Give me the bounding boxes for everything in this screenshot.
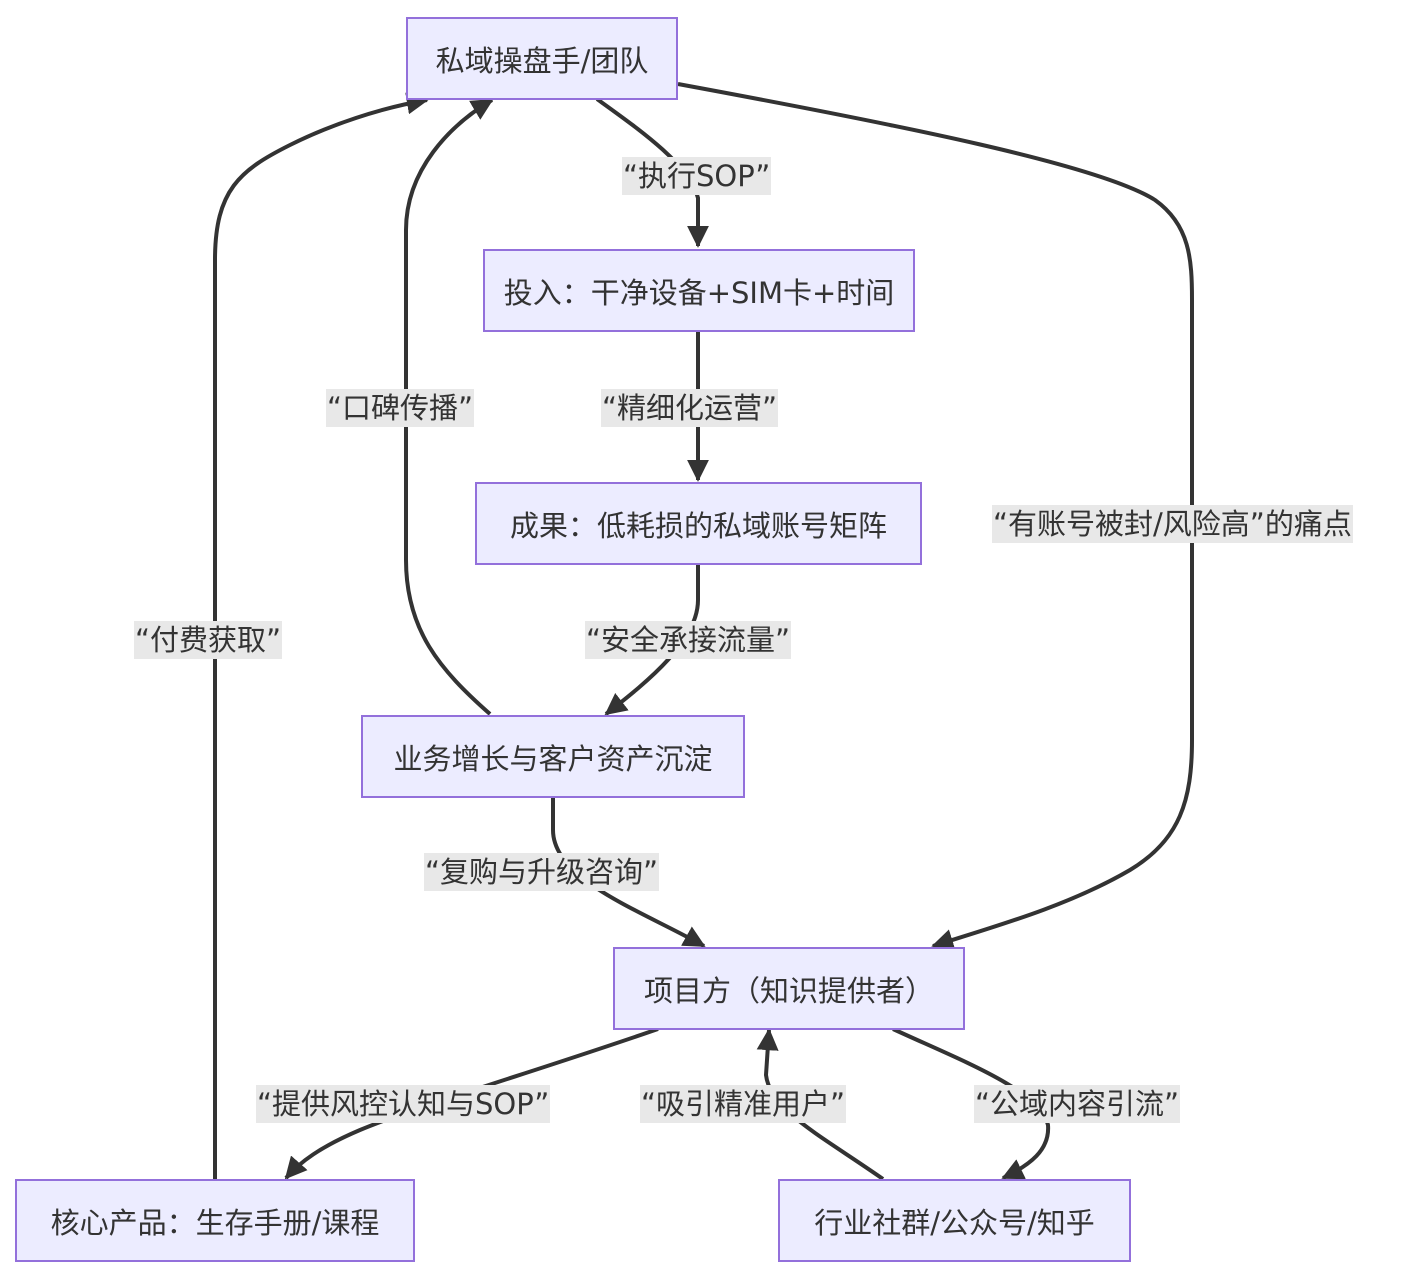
node-provider: 项目方（知识提供者） xyxy=(613,947,965,1030)
edge-label-pain-point: “有账号被封/风险高”的痛点 xyxy=(992,505,1353,543)
edge-label-provide-sop: “提供风控认知与SOP” xyxy=(256,1085,551,1123)
node-input: 投入：干净设备+SIM卡+时间 xyxy=(483,249,915,332)
node-result: 成果：低耗损的私域账号矩阵 xyxy=(475,482,922,565)
edge-label-refined-ops: “精细化运营” xyxy=(601,389,779,427)
edge-label-paid-acquire: “付费获取” xyxy=(134,621,283,659)
node-growth: 业务增长与客户资产沉淀 xyxy=(361,715,745,798)
edge-label-safe-traffic: “安全承接流量” xyxy=(585,621,792,659)
edge-label-attract-users: “吸引精准用户” xyxy=(640,1085,847,1123)
edge-label-public-traffic: “公域内容引流” xyxy=(974,1085,1181,1123)
node-community: 行业社群/公众号/知乎 xyxy=(778,1179,1131,1262)
node-core-product: 核心产品：生存手册/课程 xyxy=(15,1179,415,1262)
edge-label-word-of-mouth: “口碑传播” xyxy=(326,389,475,427)
edge-label-repurchase: “复购与升级咨询” xyxy=(424,853,660,891)
edge-pain-point xyxy=(677,82,1194,951)
edge-paid-acquire xyxy=(213,92,429,1180)
edge-label-execute-sop: “执行SOP” xyxy=(622,157,772,195)
node-operator: 私域操盘手/团队 xyxy=(406,17,678,100)
